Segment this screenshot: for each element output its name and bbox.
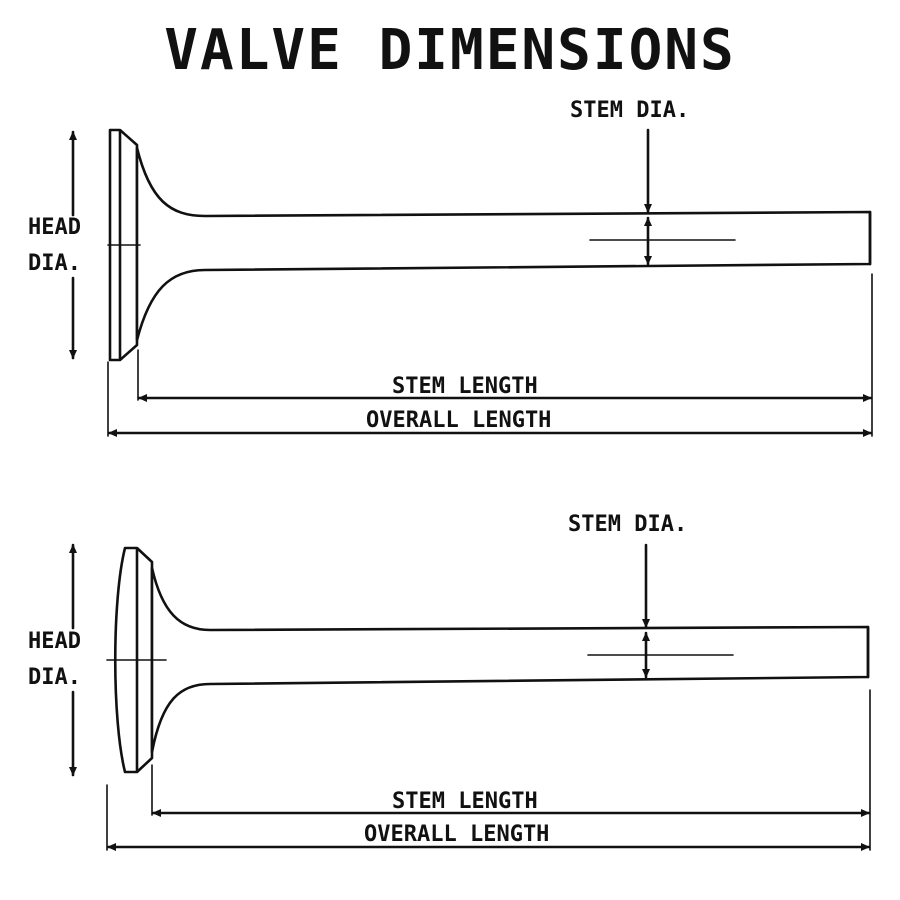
head-dia-label-top-line2: DIA.	[28, 251, 81, 276]
valve-stem-bottom	[150, 566, 870, 754]
overall-length-label-top: OVERALL LENGTH	[366, 408, 552, 433]
stem-length-label-bottom: STEM LENGTH	[392, 789, 538, 814]
valve-bottom	[106, 546, 870, 774]
overall-length-label-bottom: OVERALL LENGTH	[364, 822, 550, 847]
head-dia-label-bottom-line1: HEAD	[28, 629, 81, 654]
diagram-title: VALVE DIMENSIONS	[164, 18, 736, 83]
stem-dia-label-top: STEM DIA.	[570, 98, 690, 123]
head-dia-label-top-line1: HEAD	[28, 215, 81, 240]
valve-top	[107, 128, 872, 362]
stem-length-label-top: STEM LENGTH	[392, 374, 538, 399]
valve-stem-top	[135, 146, 872, 342]
head-dia-label-bottom-line2: DIA.	[28, 665, 81, 690]
stem-dia-label-bottom: STEM DIA.	[568, 512, 688, 537]
